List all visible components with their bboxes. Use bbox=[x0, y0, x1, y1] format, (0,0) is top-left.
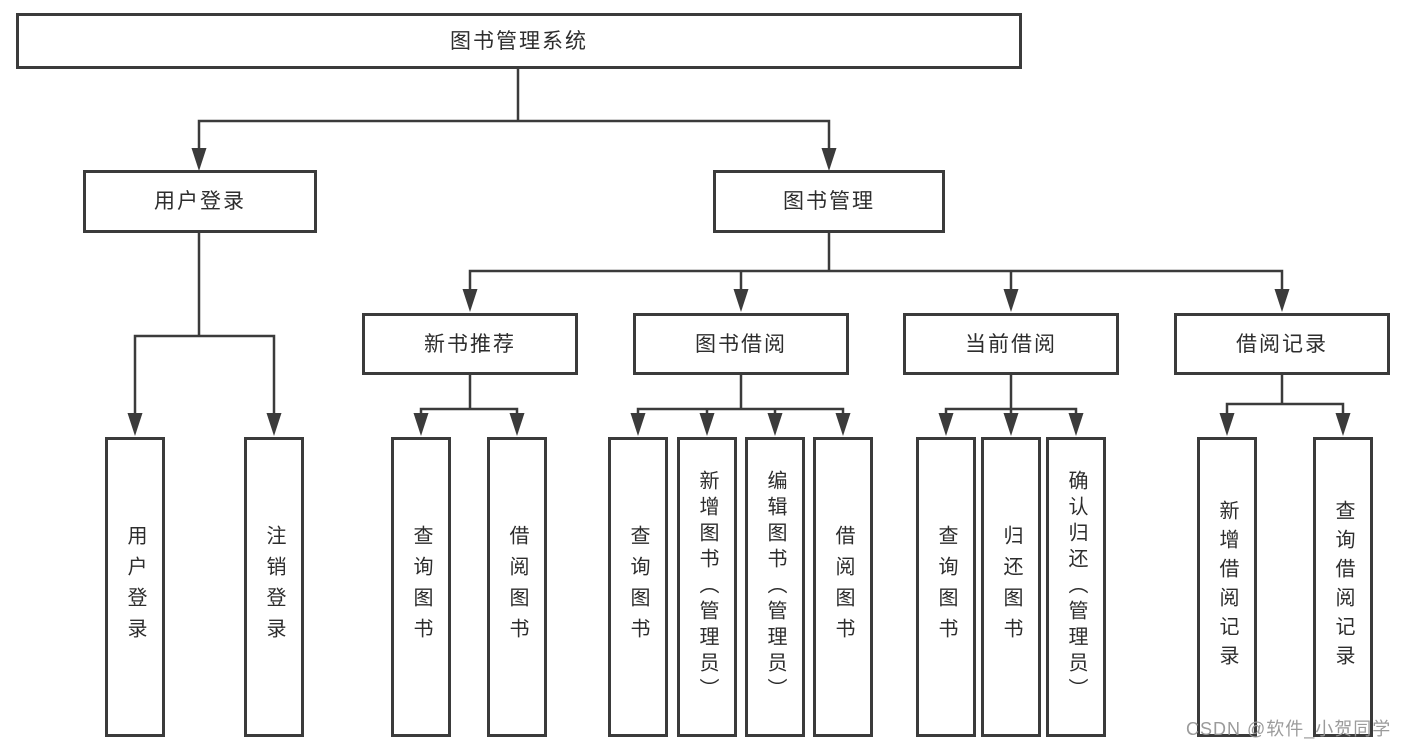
node-leaf-logout: 注销登录 bbox=[244, 437, 304, 737]
node-leaf-return-book: 归还图书 bbox=[981, 437, 1041, 737]
node-leaf-query-books-borrowing: 查询图书 bbox=[608, 437, 668, 737]
node-leaf-confirm-return-admin: 确认归还（管理员） bbox=[1046, 437, 1106, 737]
node-library-management-system: 图书管理系统 bbox=[16, 13, 1022, 69]
node-new-book-recommendation: 新书推荐 bbox=[362, 313, 578, 375]
node-leaf-edit-book-admin: 编辑图书（管理员） bbox=[745, 437, 805, 737]
node-current-borrowing: 当前借阅 bbox=[903, 313, 1119, 375]
node-user-login: 用户登录 bbox=[83, 170, 317, 233]
node-book-management: 图书管理 bbox=[713, 170, 945, 233]
node-leaf-query-borrow-record: 查询借阅记录 bbox=[1313, 437, 1373, 737]
node-leaf-add-borrow-record: 新增借阅记录 bbox=[1197, 437, 1257, 737]
node-leaf-query-books-recommend: 查询图书 bbox=[391, 437, 451, 737]
arrowheads bbox=[127, 148, 1351, 436]
csdn-watermark: CSDN @软件_小贺同学 bbox=[1186, 719, 1392, 739]
node-leaf-borrow-books: 借阅图书 bbox=[813, 437, 873, 737]
node-book-borrowing: 图书借阅 bbox=[633, 313, 849, 375]
node-leaf-add-book-admin: 新增图书（管理员） bbox=[677, 437, 737, 737]
node-leaf-user-login: 用户登录 bbox=[105, 437, 165, 737]
node-leaf-query-books-current: 查询图书 bbox=[916, 437, 976, 737]
node-borrowing-records: 借阅记录 bbox=[1174, 313, 1390, 375]
node-leaf-borrow-books-recommend: 借阅图书 bbox=[487, 437, 547, 737]
